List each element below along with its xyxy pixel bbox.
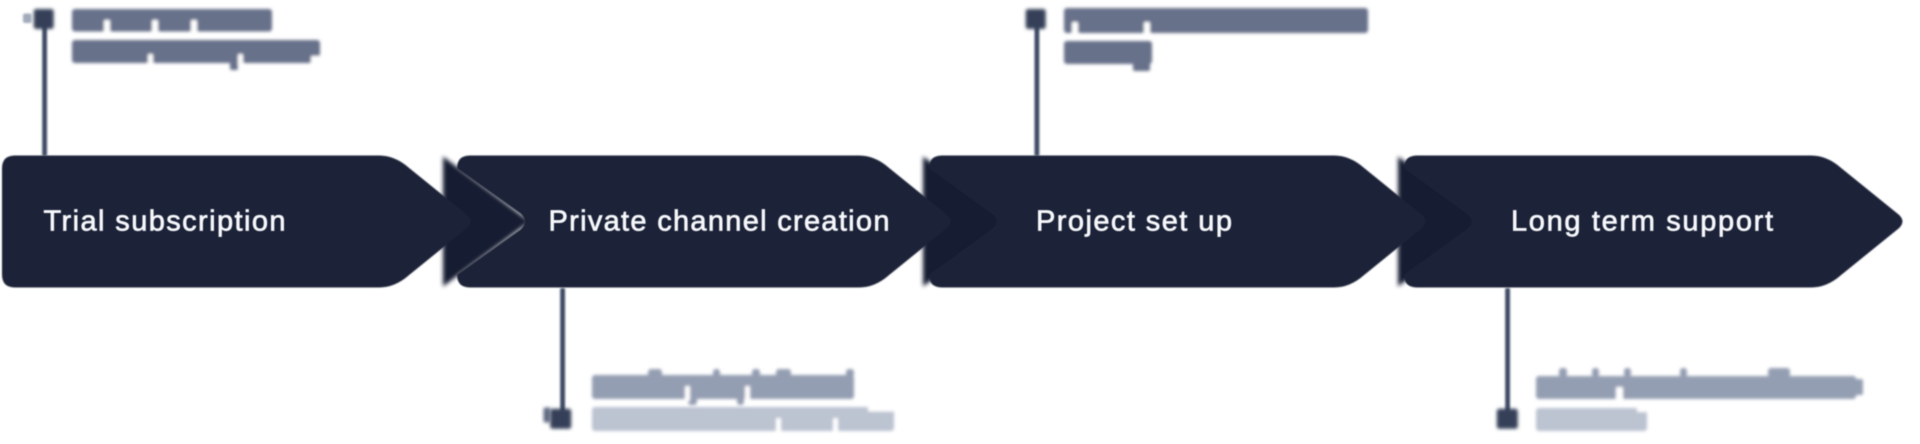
svg-text:Private channel creation: Private channel creation: [549, 206, 890, 238]
svg-text:Project set up: Project set up: [1036, 206, 1232, 238]
svg-text:Trial subscription: Trial subscription: [44, 206, 286, 238]
svg-text:Long term support: Long term support: [1511, 206, 1773, 238]
